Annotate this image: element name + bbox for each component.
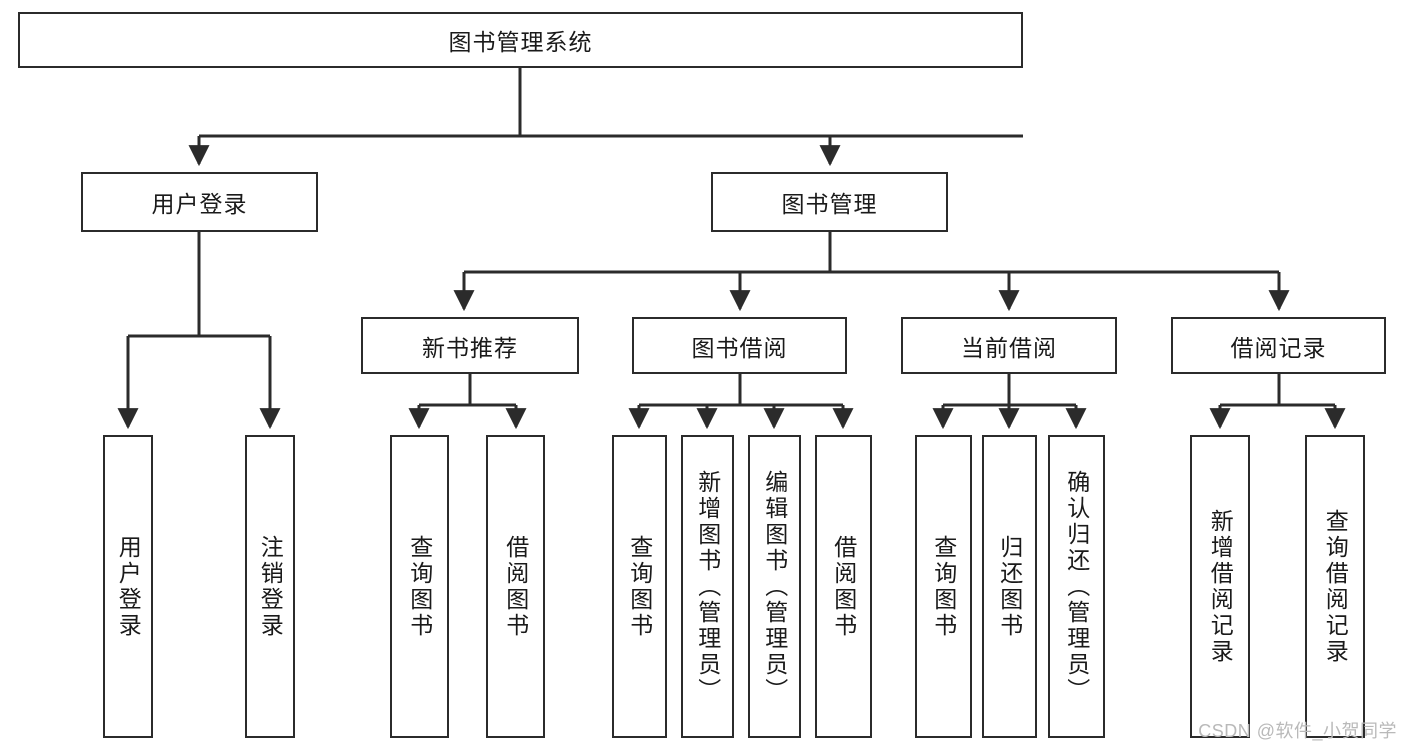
- leaf-confirm-return-admin-label: 确认归还（管理员）: [1063, 469, 1090, 704]
- leaf-add-book-admin[interactable]: 新增图书（管理员）: [681, 435, 734, 738]
- leaf-query-book-current-label: 查询图书: [930, 534, 957, 639]
- leaf-query-book-recommend[interactable]: 查询图书: [390, 435, 449, 738]
- leaf-user-login[interactable]: 用户登录: [103, 435, 153, 738]
- watermark-text: CSDN @软件_小贺同学: [1198, 721, 1397, 741]
- node-new-book-recommend-label: 新书推荐: [422, 334, 518, 361]
- leaf-query-book-current[interactable]: 查询图书: [915, 435, 972, 738]
- leaf-query-book-label: 查询图书: [626, 534, 653, 639]
- leaf-query-borrow-record[interactable]: 查询借阅记录: [1305, 435, 1365, 738]
- leaf-edit-book-admin[interactable]: 编辑图书（管理员）: [748, 435, 801, 738]
- node-book-borrow[interactable]: 图书借阅: [632, 317, 847, 374]
- leaf-return-book-label: 归还图书: [996, 534, 1023, 639]
- leaf-add-borrow-record-label: 新增借阅记录: [1207, 508, 1234, 665]
- leaf-add-book-admin-label: 新增图书（管理员）: [694, 469, 721, 704]
- leaf-confirm-return-admin[interactable]: 确认归还（管理员）: [1048, 435, 1105, 738]
- leaf-borrow-book-recommend[interactable]: 借阅图书: [486, 435, 545, 738]
- node-root-label: 图书管理系统: [448, 29, 593, 55]
- leaf-borrow-book[interactable]: 借阅图书: [815, 435, 872, 738]
- node-root[interactable]: 图书管理系统: [18, 12, 1023, 68]
- leaf-query-borrow-record-label: 查询借阅记录: [1322, 508, 1349, 665]
- leaf-borrow-book-label: 借阅图书: [830, 534, 857, 639]
- node-user-login-label: 用户登录: [151, 191, 248, 217]
- leaf-query-book-recommend-label: 查询图书: [406, 534, 433, 639]
- node-current-borrow[interactable]: 当前借阅: [901, 317, 1117, 374]
- node-book-management[interactable]: 图书管理: [711, 172, 948, 232]
- node-current-borrow-label: 当前借阅: [961, 334, 1057, 361]
- node-user-login[interactable]: 用户登录: [81, 172, 318, 232]
- node-new-book-recommend[interactable]: 新书推荐: [361, 317, 579, 374]
- leaf-logout[interactable]: 注销登录: [245, 435, 295, 738]
- leaf-edit-book-admin-label: 编辑图书（管理员）: [761, 469, 788, 704]
- leaf-borrow-book-recommend-label: 借阅图书: [502, 534, 529, 639]
- leaf-return-book[interactable]: 归还图书: [982, 435, 1037, 738]
- node-book-borrow-label: 图书借阅: [691, 334, 788, 361]
- node-borrow-records[interactable]: 借阅记录: [1171, 317, 1386, 374]
- node-borrow-records-label: 借阅记录: [1230, 334, 1327, 361]
- leaf-logout-label: 注销登录: [257, 534, 284, 639]
- leaf-query-book[interactable]: 查询图书: [612, 435, 667, 738]
- leaf-add-borrow-record[interactable]: 新增借阅记录: [1190, 435, 1250, 738]
- leaf-user-login-label: 用户登录: [115, 534, 142, 639]
- node-book-management-label: 图书管理: [781, 191, 878, 217]
